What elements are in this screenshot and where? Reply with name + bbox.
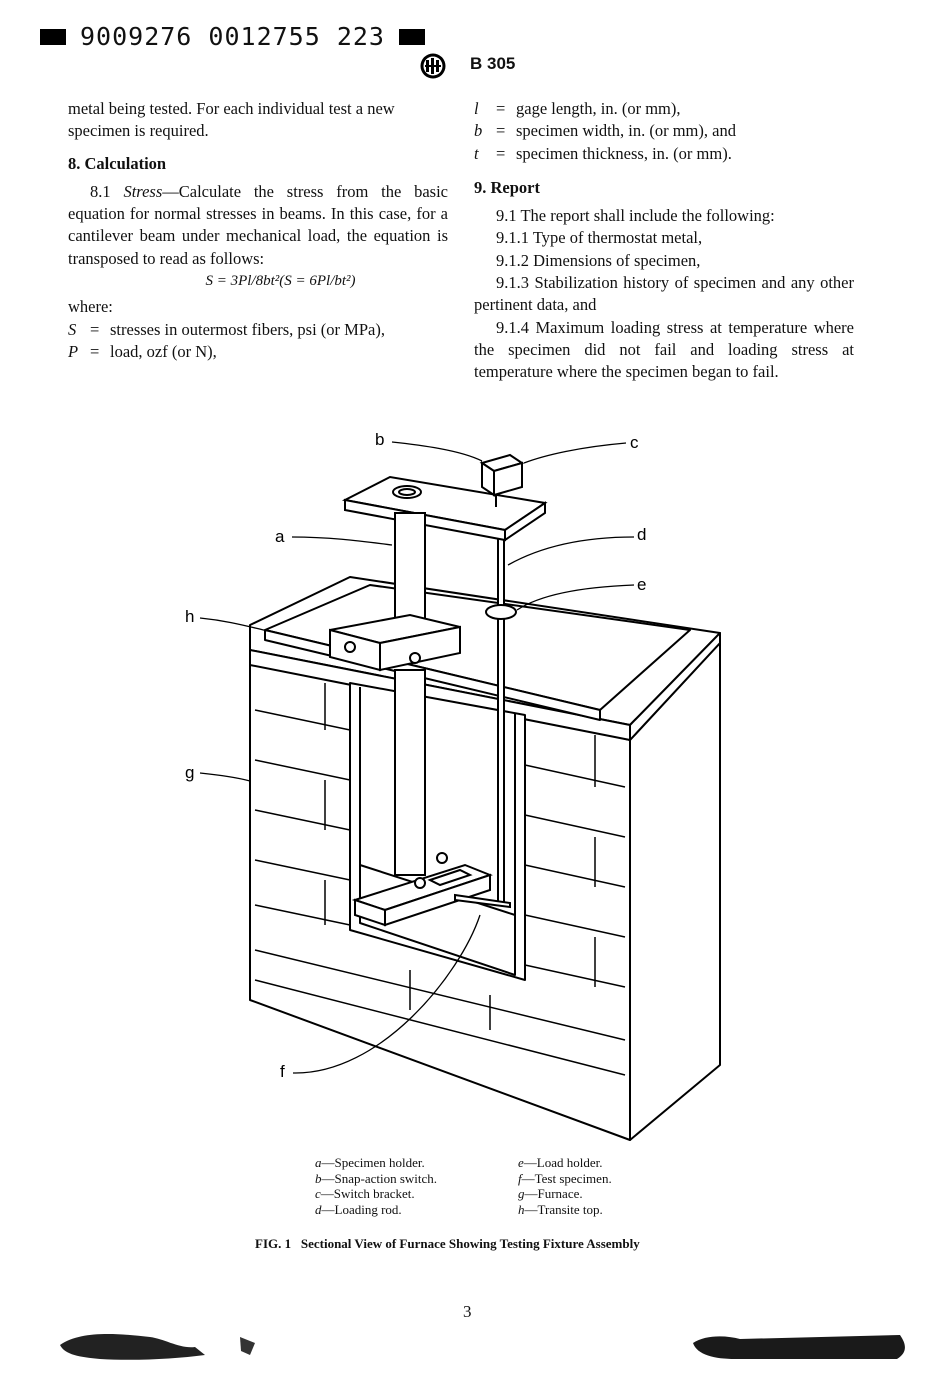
legend-item: e—Load holder.: [518, 1155, 603, 1170]
legend-item: d—Loading rod.: [315, 1201, 402, 1217]
right-definitions: l=gage length, in. (or mm), b=specimen w…: [474, 98, 854, 165]
definition-symbol: t: [474, 143, 479, 163]
figure-legend-left: a—Specimen holder. b—Snap-action switch.…: [315, 1155, 437, 1217]
label-d: d: [637, 525, 646, 544]
where-label: where:: [68, 297, 113, 317]
barcode-text: 9009276 0012755 223: [80, 22, 385, 51]
continued-line-1: metal being tested. For each individual …: [68, 99, 395, 118]
leader-d: [507, 536, 635, 566]
report-item: 9.1.4 Maximum loading stress at temperat…: [474, 317, 854, 382]
figure-legend-right: e—Load holder. f—Test specimen. g—Furnac…: [518, 1155, 612, 1217]
paragraph-8-1: 8.1 Stress—Calculate the stress from the…: [68, 181, 448, 270]
standard-code: B 305: [470, 54, 516, 73]
left-column: metal being tested. For each individual …: [68, 98, 448, 363]
label-a: a: [275, 527, 285, 546]
barcode-block-left: [40, 28, 66, 45]
legend-item: a—Specimen holder.: [315, 1155, 425, 1170]
scan-smudge-left: [60, 1334, 255, 1360]
furnace-fixture-figure: b c a d e h g f: [185, 430, 721, 1141]
leader-a: [291, 536, 393, 546]
definition-text: load, ozf (or N),: [110, 341, 217, 361]
report-item: 9.1.2 Dimensions of specimen,: [496, 250, 701, 270]
test-specimen: [454, 893, 511, 909]
loading-rod: [497, 519, 505, 906]
para-8-1-term: Stress: [123, 181, 163, 201]
label-g: g: [185, 763, 194, 782]
label-e: e: [637, 575, 646, 594]
para-8-1-number: 8.1: [90, 181, 111, 201]
scan-smudge-right: [693, 1335, 905, 1359]
report-item: 9.1.3 Stabilization history of specimen …: [474, 273, 854, 315]
definition-text: stresses in outermost fibers, psi (or MP…: [110, 319, 385, 339]
leader-e: [516, 584, 635, 611]
report-item: 9.1 The report shall include the followi…: [496, 206, 775, 226]
figure-title: FIG. 1 Sectional View of Furnace Showing…: [255, 1236, 640, 1251]
definition-text: specimen thickness, in. (or mm).: [516, 143, 732, 163]
para-8-1-text: —Calculate the stress from the basic equ…: [68, 181, 449, 268]
document-barcode: 9009276 0012755 223: [40, 22, 425, 51]
leader-b: [391, 441, 483, 462]
definition-symbol: S: [68, 319, 77, 339]
label-f: f: [280, 1062, 285, 1081]
left-definitions: S=stresses in outermost fibers, psi (or …: [68, 319, 448, 364]
leader-h: [199, 617, 269, 632]
barcode-block-right: [398, 28, 425, 45]
definition-text: specimen width, in. (or mm), and: [516, 121, 736, 141]
continued-line-2: specimen is required.: [68, 121, 209, 141]
definition-row: l=gage length, in. (or mm),: [474, 98, 854, 120]
legend-item: f—Test specimen.: [518, 1170, 612, 1186]
legend-item: g—Furnace.: [518, 1186, 583, 1201]
definition-symbol: b: [474, 121, 483, 141]
label-h: h: [185, 607, 194, 626]
report-item: 9.1.1 Type of thermostat metal,: [496, 228, 703, 248]
legend-item: b—Snap-action switch.: [315, 1170, 438, 1186]
label-b: b: [375, 430, 384, 449]
leader-g: [199, 772, 251, 782]
definition-row: b=specimen width, in. (or mm), and: [474, 120, 854, 142]
definition-row: P=load, ozf (or N),: [68, 341, 448, 363]
section-9-heading: 9. Report: [474, 177, 540, 197]
load-holder: [485, 604, 517, 620]
legend-item: h—Transite top.: [518, 1201, 603, 1217]
definition-row: t=specimen thickness, in. (or mm).: [474, 143, 854, 165]
definition-text: gage length, in. (or mm),: [516, 99, 681, 118]
label-c: c: [630, 433, 639, 452]
definition-symbol: l: [474, 99, 479, 118]
legend-item: c—Switch bracket.: [315, 1186, 415, 1201]
page-number: 3: [463, 1302, 472, 1321]
section-8-heading: 8. Calculation: [68, 153, 167, 173]
astm-logo-icon: [420, 53, 446, 79]
definition-symbol: P: [68, 341, 79, 361]
definition-row: S=stresses in outermost fibers, psi (or …: [68, 319, 448, 341]
leader-f: [292, 914, 481, 1074]
stress-equation: S = 3Pl/8bt²(S = 6Pl/bt²): [205, 273, 356, 290]
leader-c: [523, 442, 627, 464]
right-column: l=gage length, in. (or mm), b=specimen w…: [474, 98, 854, 384]
